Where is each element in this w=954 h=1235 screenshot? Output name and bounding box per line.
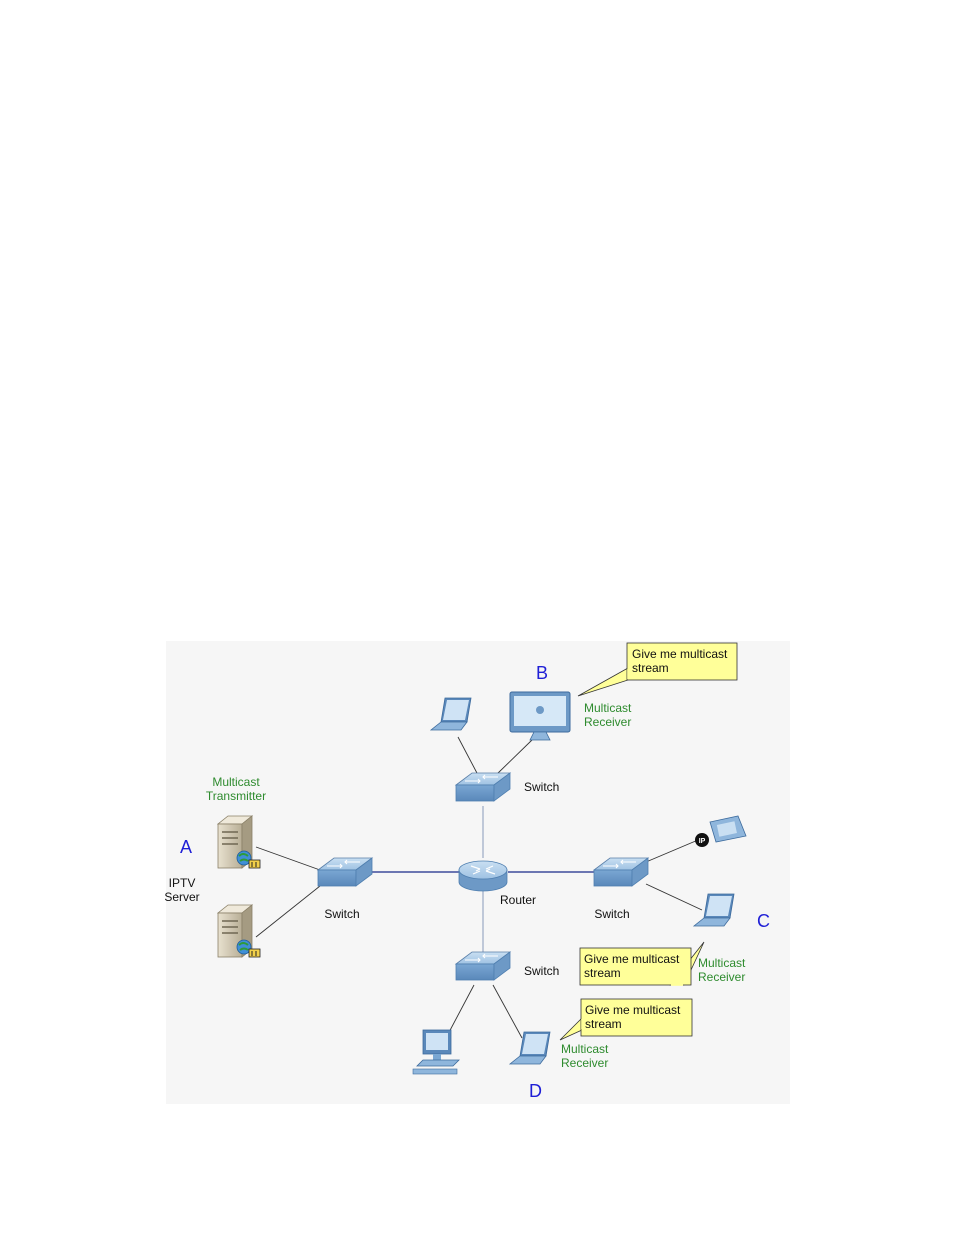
transmitter-label-line1: Multicast <box>212 775 260 789</box>
callout-c-line2: stream <box>584 966 621 980</box>
callout-d-line2: stream <box>585 1017 622 1031</box>
receiver-c-line1: Multicast <box>698 956 746 970</box>
node-b-letter: B <box>536 663 548 683</box>
switch-top-label: Switch <box>524 780 559 794</box>
iptv-label-line2: Server <box>164 890 199 904</box>
router-label: Router <box>500 893 536 907</box>
node-c-letter: C <box>757 911 770 931</box>
callout-d-line1: Give me multicast <box>585 1003 681 1017</box>
receiver-d-line1: Multicast <box>561 1042 609 1056</box>
switch-bottom-label: Switch <box>524 964 559 978</box>
switch-left-label: Switch <box>324 907 359 921</box>
callout-b-line2: stream <box>632 661 669 675</box>
receiver-b-line2: Receiver <box>584 715 631 729</box>
receiver-c-line2: Receiver <box>698 970 745 984</box>
node-d-letter: D <box>529 1081 542 1101</box>
node-a-letter: A <box>180 837 192 857</box>
transmitter-label-line2: Transmitter <box>206 789 266 803</box>
callout-c: Give me multicast stream <box>580 942 704 985</box>
callout-b-line1: Give me multicast <box>632 647 728 661</box>
phone-ip-badge: IP <box>699 838 706 845</box>
router-icon <box>459 861 507 891</box>
receiver-d-line2: Receiver <box>561 1056 608 1070</box>
callout-c-line1: Give me multicast <box>584 952 680 966</box>
iptv-label-line1: IPTV <box>169 876 196 890</box>
switch-right-label: Switch <box>594 907 629 921</box>
receiver-b-line1: Multicast <box>584 701 632 715</box>
